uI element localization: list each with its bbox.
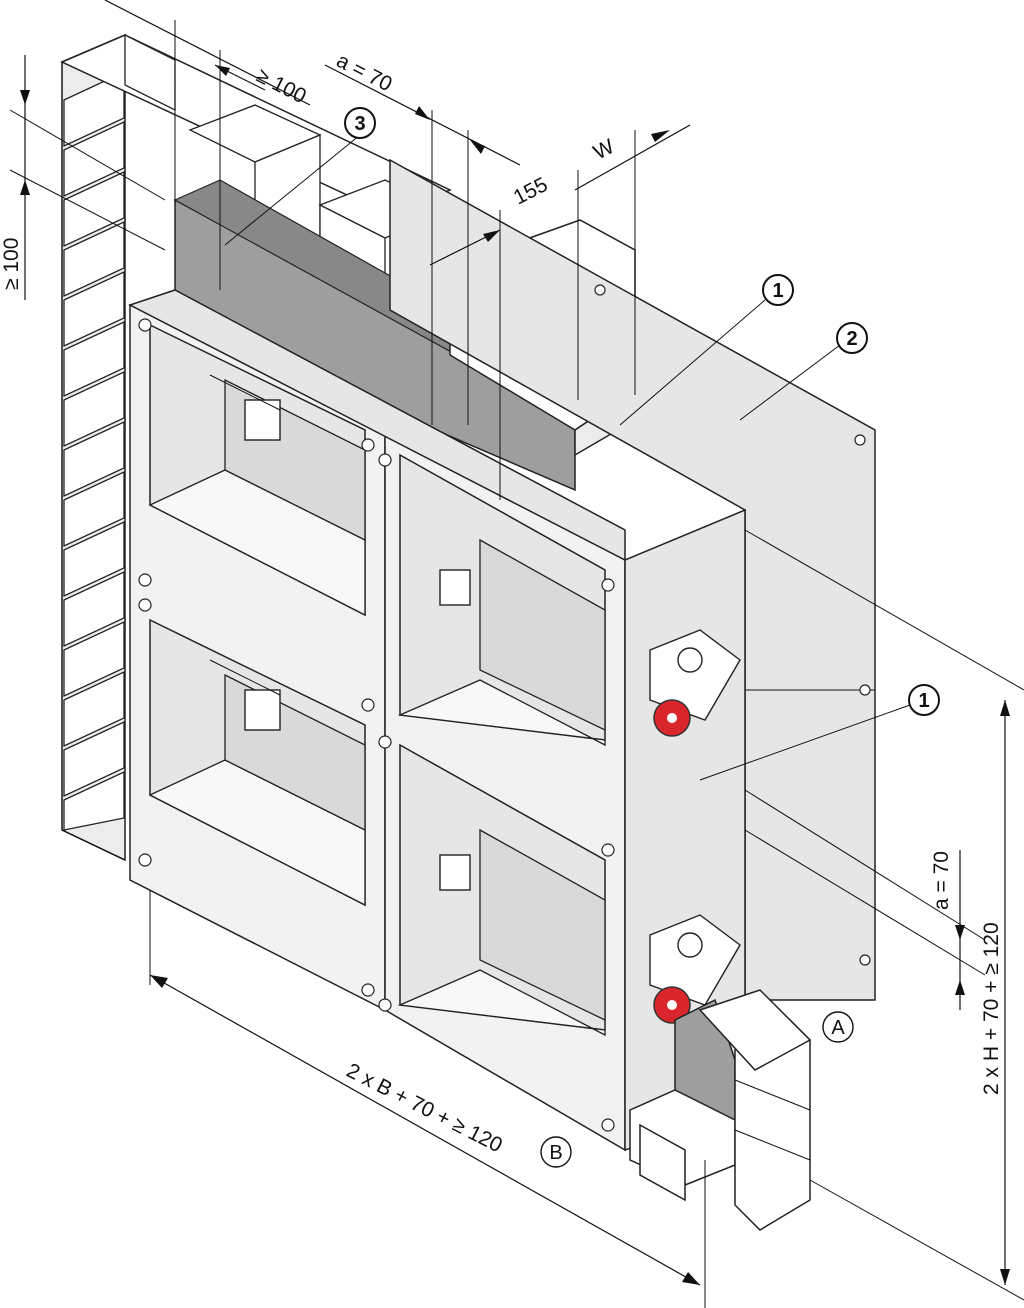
- dim-label-a70-right: a = 70: [930, 851, 953, 910]
- svg-text:1: 1: [772, 280, 783, 302]
- release-mechanism-top: [649, 629, 741, 737]
- dim-label-width: 2 x B + 70 + ≥ 120: [343, 1059, 506, 1157]
- marker-a: A: [822, 1011, 854, 1043]
- dim-label-a70-top: a = 70: [333, 49, 396, 96]
- dim-label-ge100-left: ≥ 100: [0, 238, 23, 290]
- bottom-bricks: [629, 989, 812, 1231]
- damper-housing: [128, 289, 746, 1167]
- svg-text:A: A: [831, 1017, 845, 1039]
- frame-bolts: [138, 318, 615, 1132]
- damper-unit-bottom-right: [397, 743, 606, 1037]
- callout-3: 3: [344, 107, 376, 139]
- dimension-lines: [9, 0, 1024, 1308]
- latch-icon: [439, 569, 471, 606]
- damper-unit-top-right: [397, 453, 606, 747]
- callout-leaders: [224, 134, 911, 781]
- damper-unit-bottom-left: [148, 618, 366, 907]
- release-mechanism-bottom: [649, 914, 741, 1024]
- svg-text:B: B: [549, 1142, 562, 1164]
- damper-unit-top-left: [148, 323, 366, 617]
- svg-text:1: 1: [918, 690, 929, 712]
- svg-text:2: 2: [846, 328, 857, 350]
- hinge-icon: [209, 374, 281, 441]
- callout-2: 2: [836, 322, 868, 354]
- hinge-icon: [209, 659, 281, 731]
- latch-icon: [439, 854, 471, 891]
- callout-1-top: 1: [762, 274, 794, 306]
- marker-b: B: [540, 1136, 572, 1168]
- dim-label-w: W: [590, 135, 618, 165]
- callout-1-bottom: 1: [908, 684, 940, 716]
- dim-label-height: 2 x H + 70 + ≥ 120: [980, 922, 1003, 1095]
- dim-label-ge100-top: ≥ 100: [253, 64, 310, 108]
- dim-label-155: 155: [510, 173, 552, 209]
- svg-text:3: 3: [354, 113, 365, 135]
